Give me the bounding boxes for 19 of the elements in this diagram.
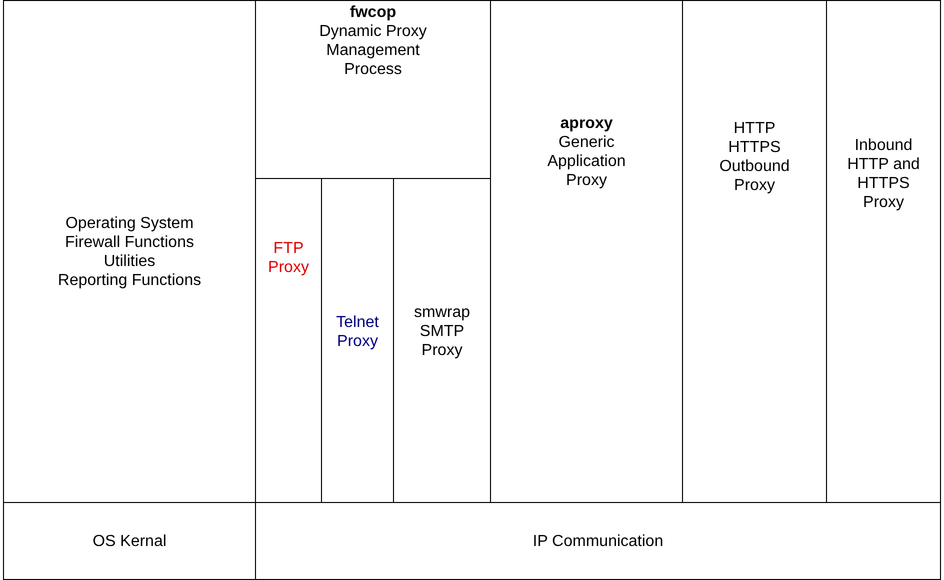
- component-name: fwcop: [350, 3, 396, 22]
- component-name: aproxy: [560, 114, 613, 133]
- layer-label: Generic Application Proxy: [546, 133, 627, 190]
- layer-label: Telnet Proxy: [335, 313, 380, 351]
- layer-label: Inbound HTTP and HTTPS Proxy: [846, 136, 921, 212]
- layer-label: IP Communication: [532, 532, 664, 550]
- layer-label: HTTP HTTPS Outbound Proxy: [718, 119, 791, 195]
- layer-box: [3, 502, 256, 580]
- layer-label: smwrap SMTP Proxy: [412, 303, 471, 360]
- layer-label: Firewall Functions: [65, 232, 194, 252]
- layer-box: [826, 0, 941, 503]
- layer-label: Operating System: [65, 214, 194, 232]
- layer-label: OS Kernal: [92, 532, 166, 550]
- layer-label: Dynamic Proxy Management Process: [318, 22, 428, 79]
- layer-label: FTP Proxy: [267, 239, 310, 277]
- layer-label: Reporting Functions: [58, 270, 202, 290]
- layer-box: [3, 0, 256, 503]
- layer-label: Utilities: [104, 252, 156, 270]
- layer-box: [255, 502, 941, 580]
